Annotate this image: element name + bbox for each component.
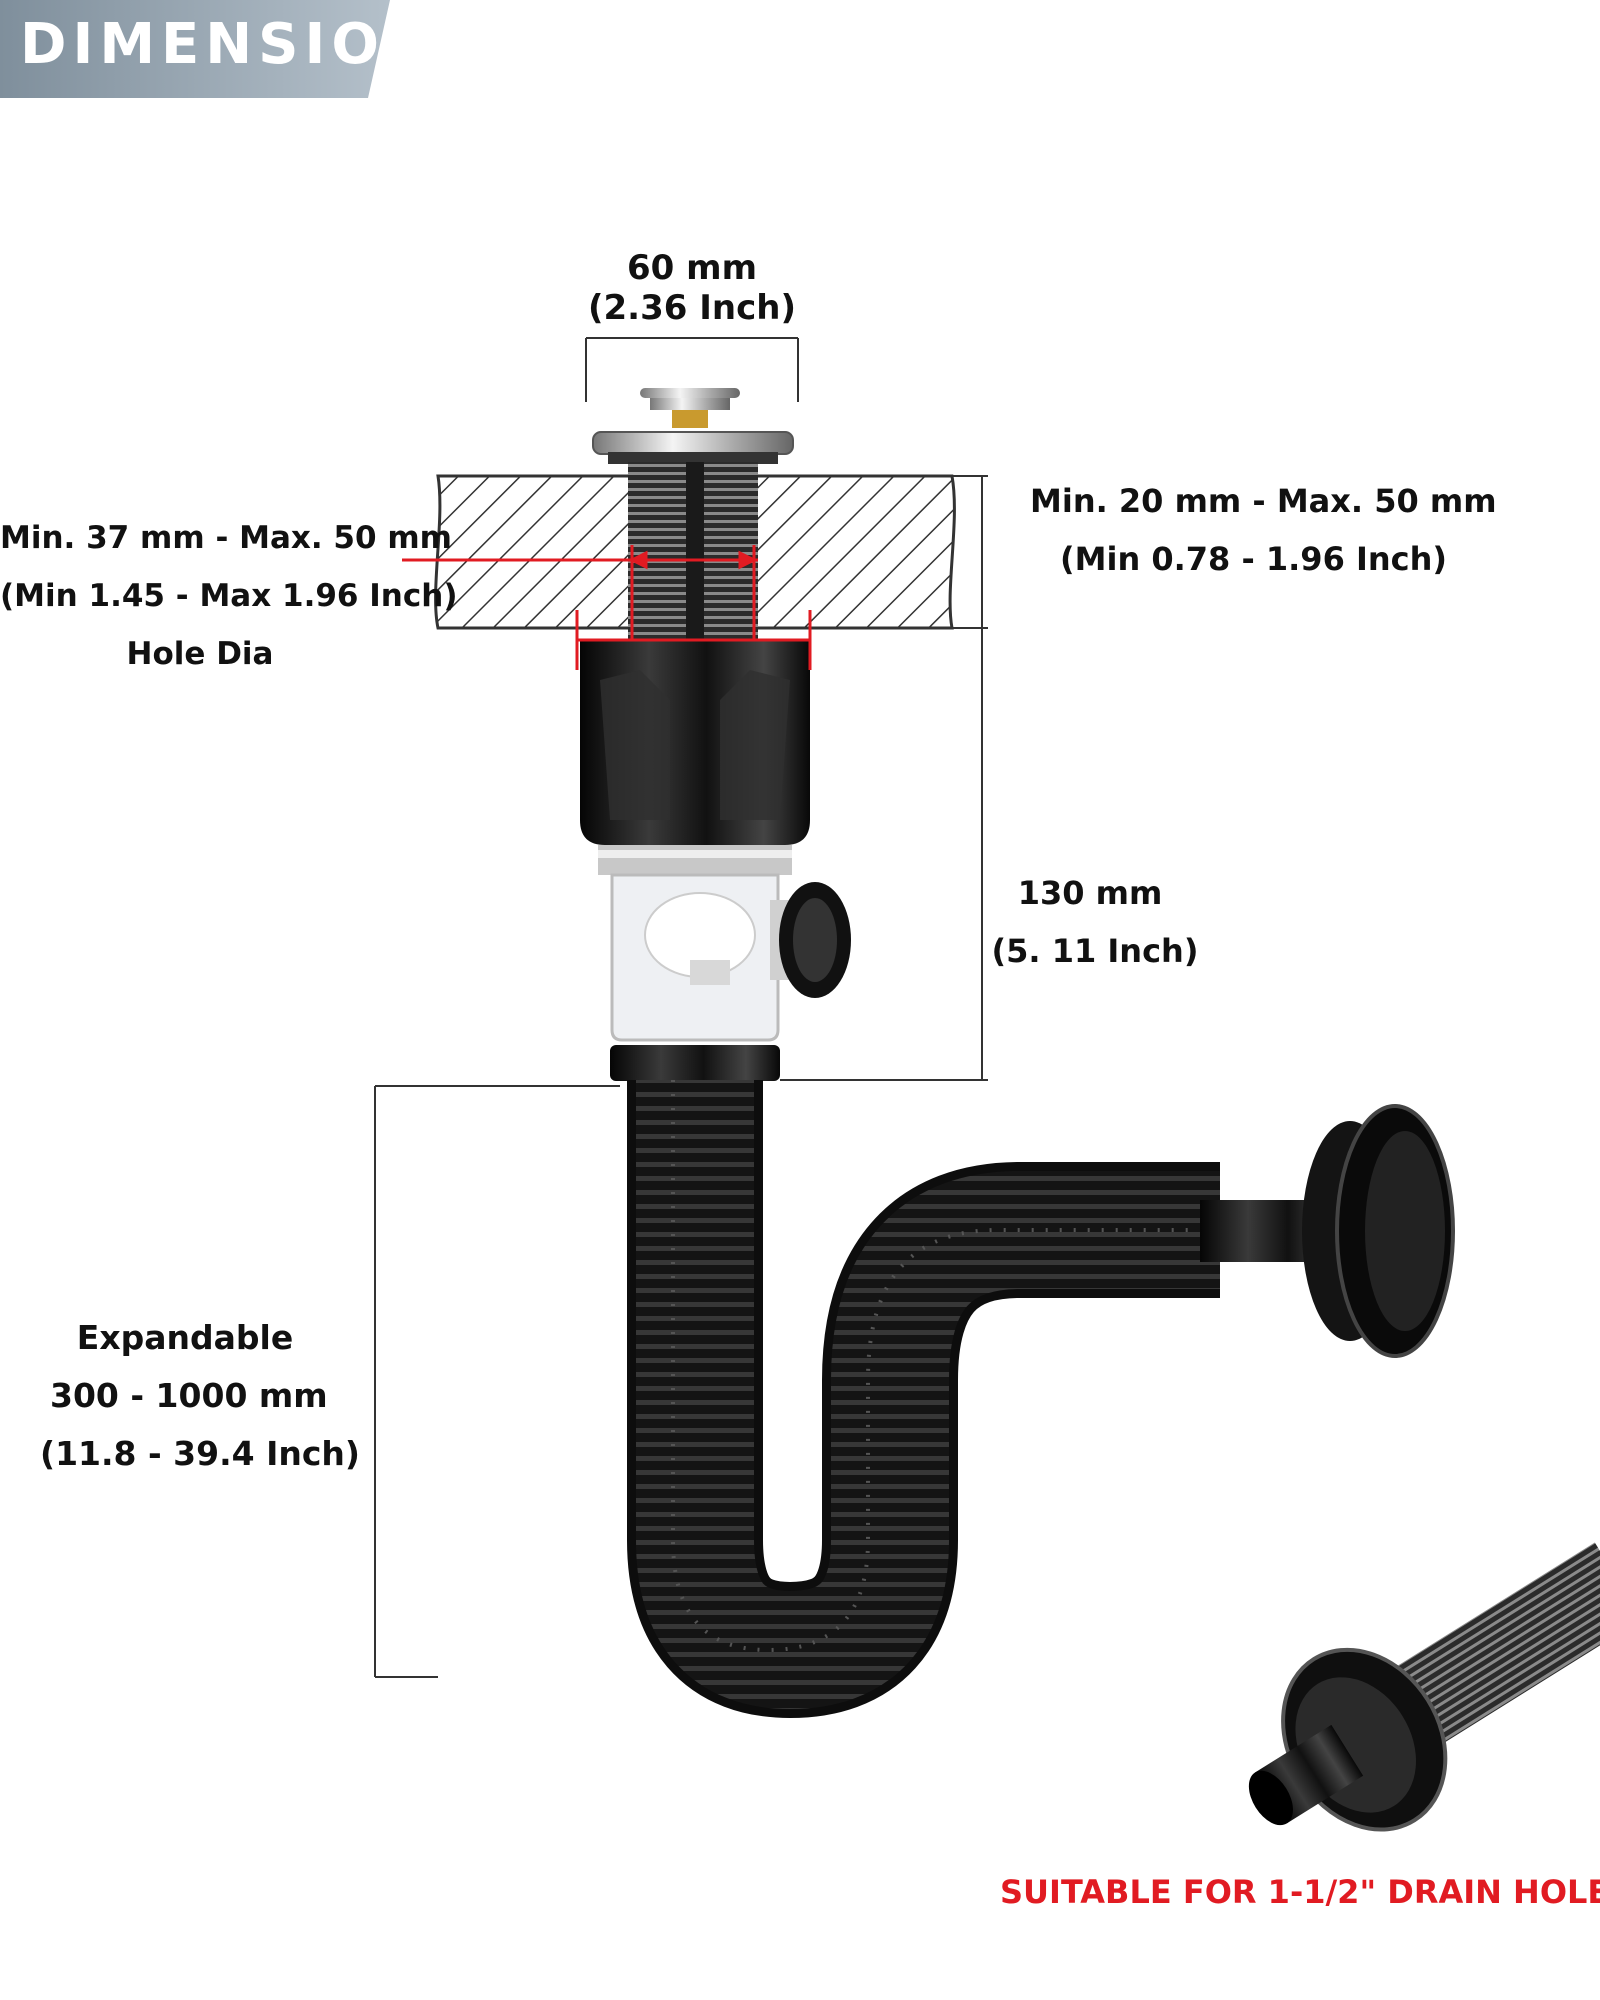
thickness-mm-label: Min. 20 mm - Max. 50 mm: [1030, 482, 1497, 520]
body-height-mm-label: 130 mm: [1017, 874, 1163, 912]
clear-trap-cup: [610, 873, 851, 1042]
pop-up-stopper: [592, 388, 794, 464]
hole-dia-markers: [402, 545, 812, 670]
thickness-inch-label: (Min 0.78 - 1.96 Inch): [1060, 540, 1448, 578]
dimension-line-width: [585, 337, 799, 402]
hole-dia-caption: Hole Dia: [126, 636, 274, 672]
width-mm-label: 60 mm: [626, 248, 757, 288]
width-inch-label: (2.36 Inch): [587, 288, 797, 328]
dimension-line-body-height: [780, 627, 988, 1081]
banner-title: DIMENSION: [20, 12, 438, 77]
expandable-mm-label: 300 - 1000 mm: [50, 1376, 328, 1415]
lower-collar: [610, 1045, 780, 1081]
dimension-line-thickness: [952, 475, 988, 629]
dimension-line-expandable: [374, 1085, 620, 1678]
drain-connector-detail: [1248, 1542, 1600, 1832]
body-height-inch-label: (5. 11 Inch): [991, 932, 1199, 970]
wall-flange: [1200, 1104, 1455, 1358]
hole-dia-mm-label: Min. 37 mm - Max. 50 mm: [0, 520, 452, 556]
drain-housing: [580, 640, 810, 875]
drain-hole-note: SUITABLE FOR 1-1/2" DRAIN HOLE: [1000, 1873, 1600, 1911]
expandable-caption: Expandable: [76, 1318, 294, 1357]
dimension-banner: [0, 0, 390, 98]
expandable-inch-label: (11.8 - 39.4 Inch): [40, 1434, 360, 1473]
hole-dia-inch-label: (Min 1.45 - Max 1.96 Inch): [0, 578, 458, 614]
flexible-hose: [627, 1080, 1220, 1719]
